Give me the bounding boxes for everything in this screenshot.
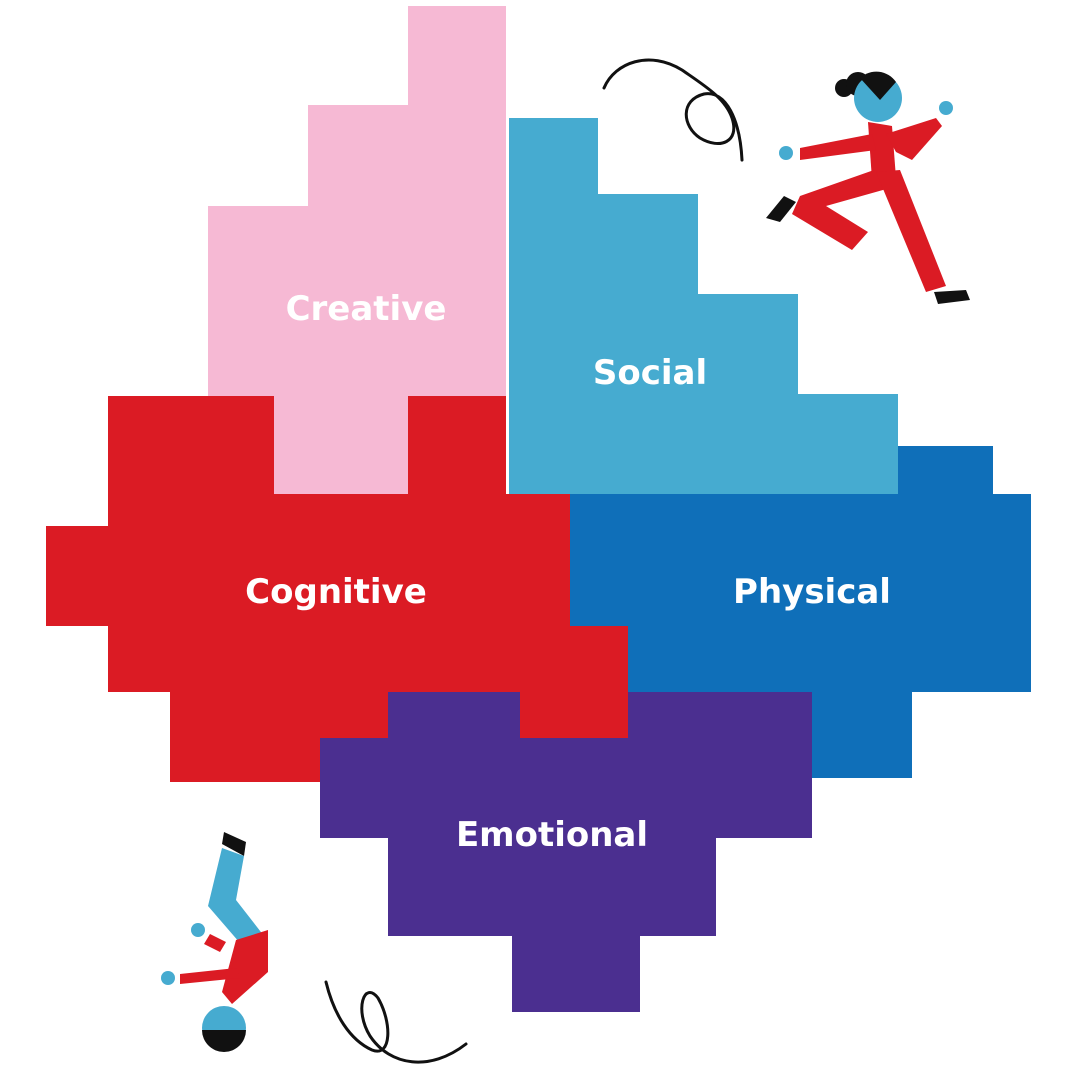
cognitive-block — [46, 396, 628, 782]
social-block — [509, 118, 898, 494]
physical-label: Physical — [733, 572, 891, 612]
cognitive-label: Cognitive — [245, 572, 427, 612]
emotional-label: Emotional — [456, 815, 648, 855]
emotional-block — [320, 692, 812, 1012]
creative-label: Creative — [286, 289, 447, 329]
tumbling-figure-illustration — [161, 832, 268, 1052]
squiggle-bottom-decoration — [324, 980, 468, 1064]
running-figure-illustration — [766, 71, 970, 304]
physical-block — [570, 446, 1031, 778]
social-label: Social — [593, 353, 707, 393]
squiggle-top-decoration — [602, 58, 744, 162]
creative-block — [208, 6, 506, 494]
